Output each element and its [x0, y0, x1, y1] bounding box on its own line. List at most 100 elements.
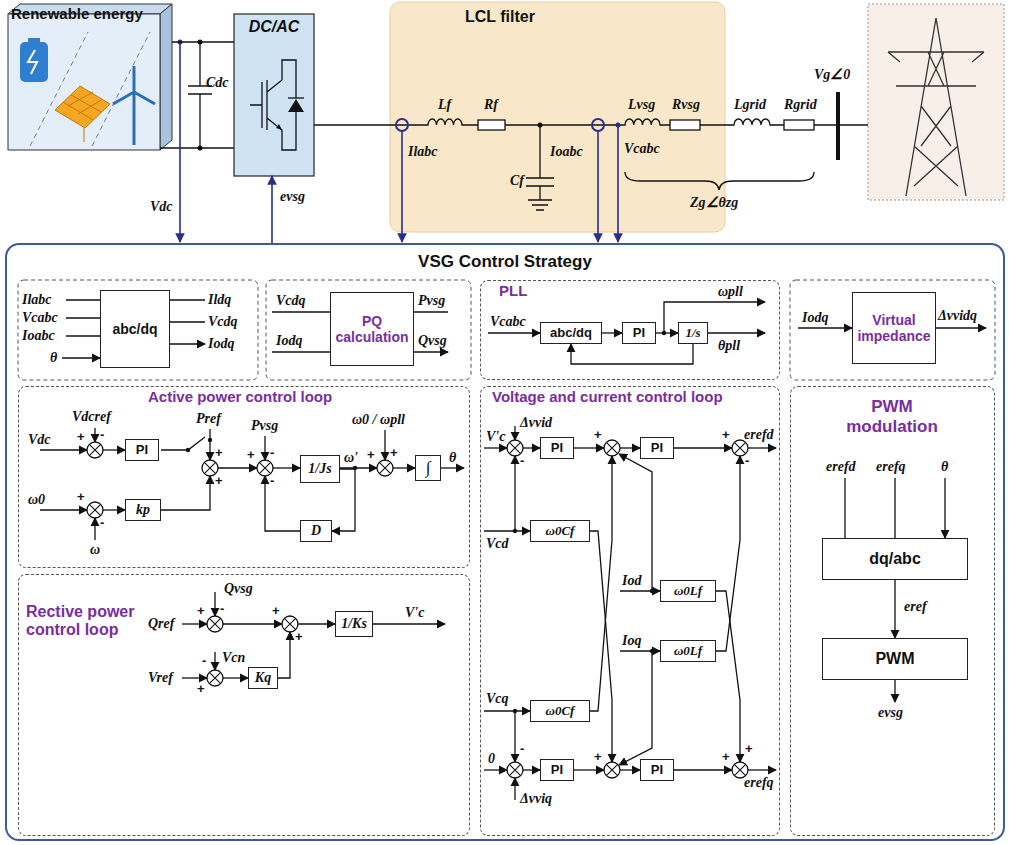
signal-label: Vref — [148, 669, 173, 687]
summing-junction — [207, 670, 223, 686]
control-wiring — [18, 280, 995, 800]
signal-label: Lvsg — [628, 96, 655, 114]
sign-label: - — [745, 454, 749, 468]
signal-label: Qvsg — [418, 332, 447, 350]
signal-label: ω0 / ωpll — [352, 411, 405, 429]
signal-label: Ioabc — [550, 143, 583, 161]
heading: DC/AC — [234, 18, 314, 36]
control-wiring — [218, 467, 257, 468]
lcl-filter-circuit — [390, 2, 868, 242]
signal-label: ωpll — [718, 283, 743, 301]
pi-block: PI — [125, 439, 159, 461]
pi-block: PI — [622, 322, 656, 344]
signal-label: erefq — [876, 458, 906, 476]
block-label: PWM — [875, 650, 914, 668]
lcl-filter-circuit — [617, 125, 619, 242]
lcl-filter-circuit — [401, 131, 403, 242]
sign-label: + — [272, 604, 280, 618]
signal-label: Rvsg — [672, 96, 700, 114]
block-label: dq/abc — [869, 550, 921, 568]
block-label: ω0Lf — [674, 644, 702, 659]
control-wiring — [845, 478, 945, 538]
summing-junction — [207, 616, 223, 632]
block-label: PI — [633, 326, 645, 341]
control-wiring — [186, 448, 190, 452]
signal-label: Iodq — [208, 335, 234, 353]
block-label: Virtual impedance — [856, 312, 932, 344]
control-wiring — [716, 456, 740, 651]
block-label: ω0Cf — [546, 524, 575, 539]
sign-label: - — [100, 516, 104, 530]
lcl-filter-circuit — [505, 119, 670, 125]
heading: Voltage and current control loop — [492, 388, 723, 405]
signal-label: Vdc — [150, 198, 173, 216]
control-wiring — [674, 769, 732, 770]
control-wiring — [214, 592, 215, 616]
sign-label: + — [594, 750, 602, 764]
calc-block: PQ calculation — [330, 292, 414, 366]
block-label: 1/Js — [308, 461, 331, 477]
sign-label: + — [215, 446, 223, 460]
control-wiring — [170, 300, 205, 344]
sign-label: + — [722, 750, 730, 764]
control-wiring — [40, 449, 87, 450]
gain-block: Kq — [248, 667, 278, 689]
block-label: 1/Ks — [341, 616, 367, 632]
control-wiring — [214, 652, 215, 670]
signal-connector — [314, 124, 390, 125]
signal-label: evsg — [878, 704, 903, 722]
signal-connector — [571, 344, 693, 364]
control-wiring — [574, 769, 604, 770]
control-wiring — [209, 429, 210, 460]
impedance-block: Virtual impedance — [852, 292, 936, 364]
loop-group: Rective power control loop1/KsKq — [18, 574, 470, 836]
sign-label: + — [295, 630, 303, 644]
signal-label: θ — [449, 449, 456, 467]
control-wiring — [790, 280, 995, 380]
loop-group: Voltage and current control loopPI PI ω0Cf… — [480, 386, 780, 836]
sign-label: - — [202, 654, 206, 668]
lcl-filter-circuit — [700, 119, 784, 125]
signal-label: Δvvid — [520, 414, 552, 432]
control-wiring — [18, 280, 258, 380]
signal-label: Pref — [196, 410, 221, 428]
signal-label: Pvsg — [251, 417, 278, 435]
pi-block: PI — [640, 437, 674, 459]
sign-label: + — [745, 742, 753, 756]
sign-label: + — [367, 448, 375, 462]
pwm-group: PWM modulationdq/abcPWM — [790, 386, 995, 836]
transform-block: dq/abc — [822, 538, 968, 580]
signal-label: V'c — [486, 428, 505, 446]
lcl-filter-circuit — [526, 125, 554, 210]
control-wiring — [373, 623, 445, 624]
signal-label: Pvsg — [418, 292, 445, 310]
dc-link — [160, 147, 234, 148]
signal-label: ω0 — [28, 491, 45, 509]
control-wiring — [523, 447, 540, 448]
integrator-block: 1/Ks — [335, 611, 373, 637]
control-wiring — [484, 530, 530, 531]
block-label: PI — [651, 763, 663, 778]
control-wiring — [590, 531, 612, 762]
sign-label: - — [270, 446, 274, 460]
control-wiring — [273, 467, 300, 468]
signal-label: erefq — [744, 774, 774, 792]
pi-block: PI — [540, 759, 574, 781]
control-wiring — [488, 332, 540, 333]
control-wiring — [514, 426, 515, 440]
signal-label: Cdc — [206, 74, 229, 92]
control-wiring — [298, 623, 335, 624]
renewable-source-box — [113, 66, 155, 145]
control-wiring — [514, 778, 515, 800]
transform-block: abc/dq — [540, 322, 602, 344]
block-label: ω0Lf — [674, 584, 702, 599]
block-label: kp — [136, 502, 150, 518]
block-label: abc/dq — [550, 326, 592, 341]
gain-block: kp — [125, 499, 161, 521]
summing-junction — [377, 460, 393, 476]
signal-label: Vcabc — [22, 309, 58, 327]
signal-label: ω — [90, 541, 100, 559]
control-wiring — [264, 436, 265, 460]
renewable-source-box — [20, 42, 48, 82]
signal-label: Lf — [438, 96, 451, 114]
